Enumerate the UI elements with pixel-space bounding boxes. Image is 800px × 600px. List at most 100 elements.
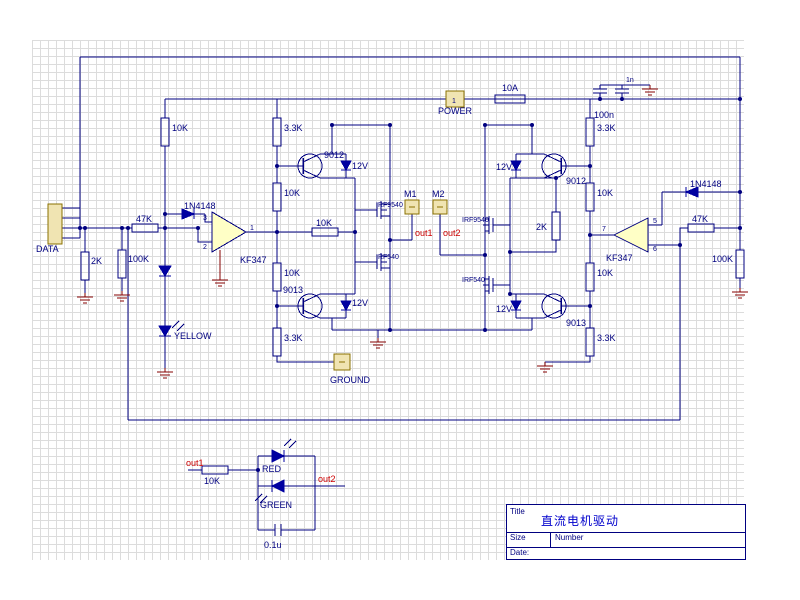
resistor-symbol[interactable] <box>585 262 595 292</box>
schematic-label: IRF540 <box>462 277 485 284</box>
schematic-label: 9012 <box>324 150 344 160</box>
schematic-label: 9012 <box>566 176 586 186</box>
resistor-symbol[interactable] <box>311 227 339 237</box>
schematic-label: 1N4148 <box>690 179 722 189</box>
net-label: out2 <box>443 228 461 238</box>
resistor-symbol[interactable] <box>160 117 170 147</box>
capacitor-symbol[interactable] <box>615 88 629 94</box>
size-field-label: Size <box>507 533 551 547</box>
ground-symbol[interactable] <box>77 293 93 304</box>
ground-symbols <box>77 85 748 379</box>
diode-symbol[interactable] <box>158 265 172 277</box>
schematic-label: DATA <box>36 244 59 254</box>
ground-symbol[interactable] <box>642 85 658 96</box>
opamp-symbol[interactable] <box>211 211 247 253</box>
data-connector[interactable] <box>47 203 63 245</box>
resistor-symbol[interactable] <box>131 223 159 233</box>
resistor-symbol[interactable] <box>272 262 282 292</box>
sheet-title: 直流电机驱动 <box>541 514 620 528</box>
schematic-label: GREEN <box>260 500 292 510</box>
date-row: Date: <box>507 548 745 559</box>
diode-symbol[interactable] <box>684 186 699 198</box>
schematic-label: YELLOW <box>174 331 212 341</box>
junction-dots <box>78 97 742 472</box>
opamp-symbol[interactable] <box>612 217 649 253</box>
schematic-label: 1 <box>250 225 254 232</box>
transistor-symbol[interactable] <box>297 293 323 319</box>
resistor-symbol[interactable] <box>735 249 745 279</box>
schematic-label: 2 <box>203 244 207 251</box>
ground-symbol[interactable] <box>370 338 386 349</box>
schematic-label: 10K <box>284 268 300 278</box>
resistor-symbol[interactable] <box>551 211 561 241</box>
schematic-label: M2 <box>432 189 445 199</box>
resistor-symbol[interactable] <box>80 251 90 281</box>
schematic-label: RED <box>262 464 282 474</box>
capacitor-symbol[interactable] <box>593 88 607 94</box>
net-label: out1 <box>186 458 204 468</box>
resistor-symbol[interactable] <box>585 117 595 147</box>
zener-symbol[interactable] <box>510 300 522 312</box>
schematic-label: 100K <box>128 254 149 264</box>
fuse-symbol[interactable] <box>494 94 526 104</box>
led-symbol[interactable] <box>158 325 172 337</box>
led-symbol[interactable] <box>271 449 286 463</box>
resistor-symbol[interactable] <box>201 465 229 475</box>
mosfet-symbol[interactable] <box>376 201 390 219</box>
resistor-symbol[interactable] <box>272 327 282 357</box>
schematic-label: 6 <box>653 246 657 253</box>
schematic-label: 12V <box>496 162 512 172</box>
ground-symbol[interactable] <box>732 288 748 299</box>
schematic-label: IRF9540 <box>376 202 403 209</box>
schematic-label: 47K <box>692 214 708 224</box>
schematic-label: 7 <box>602 226 606 233</box>
schematic-label: 10K <box>284 188 300 198</box>
ground-symbol[interactable] <box>157 368 173 379</box>
schematic-label: 2K <box>536 222 547 232</box>
resistor-symbol[interactable] <box>117 249 127 279</box>
schematic-label: 10K <box>597 188 613 198</box>
resistor-symbol[interactable] <box>272 117 282 147</box>
schematic-label: 1N4148 <box>184 201 216 211</box>
resistor-symbol[interactable] <box>585 182 595 212</box>
ground-symbol[interactable] <box>537 362 553 373</box>
mosfet-symbol[interactable] <box>483 216 494 234</box>
schematic-label: KF347 <box>240 255 267 265</box>
ground-symbol[interactable] <box>114 291 130 302</box>
schematic-label: 10K <box>172 123 188 133</box>
schematic-label: 9013 <box>283 285 303 295</box>
schematic-label: 3 <box>203 215 207 222</box>
resistor-symbol[interactable] <box>272 182 282 212</box>
schematic-label: 1 <box>452 98 456 105</box>
resistor-symbol[interactable] <box>687 223 715 233</box>
schematic-label: 12V <box>352 298 368 308</box>
led-symbol[interactable] <box>270 479 285 493</box>
zener-symbol[interactable] <box>340 160 352 172</box>
schematic-label: 12V <box>352 161 368 171</box>
diode-symbol[interactable] <box>181 208 196 220</box>
zener-symbol[interactable] <box>340 300 352 312</box>
power-connector[interactable] <box>445 90 465 108</box>
schematic-label: 3.3K <box>597 123 616 133</box>
schematic-label: 3.3K <box>597 333 616 343</box>
size-number-row: Size Number <box>507 533 745 548</box>
mosfet-symbol[interactable] <box>376 253 390 271</box>
components <box>47 88 745 536</box>
date-field-label: Date: <box>510 548 530 557</box>
title-row: Title 直流电机驱动 <box>507 505 745 533</box>
transistor-symbol[interactable] <box>541 293 567 319</box>
mosfet-symbol[interactable] <box>483 276 494 294</box>
ground-symbol[interactable] <box>212 250 228 287</box>
schematic-label: 100n <box>594 110 614 120</box>
schematic-label: 3.3K <box>284 123 303 133</box>
transistor-symbol[interactable] <box>297 153 323 179</box>
resistor-symbol[interactable] <box>585 327 595 357</box>
schematic-label: 9013 <box>566 318 586 328</box>
schematic-label: 1n <box>626 77 634 84</box>
schematic-label: 100K <box>712 254 733 264</box>
zener-symbol[interactable] <box>510 160 522 172</box>
capacitor-symbol[interactable] <box>274 524 282 536</box>
